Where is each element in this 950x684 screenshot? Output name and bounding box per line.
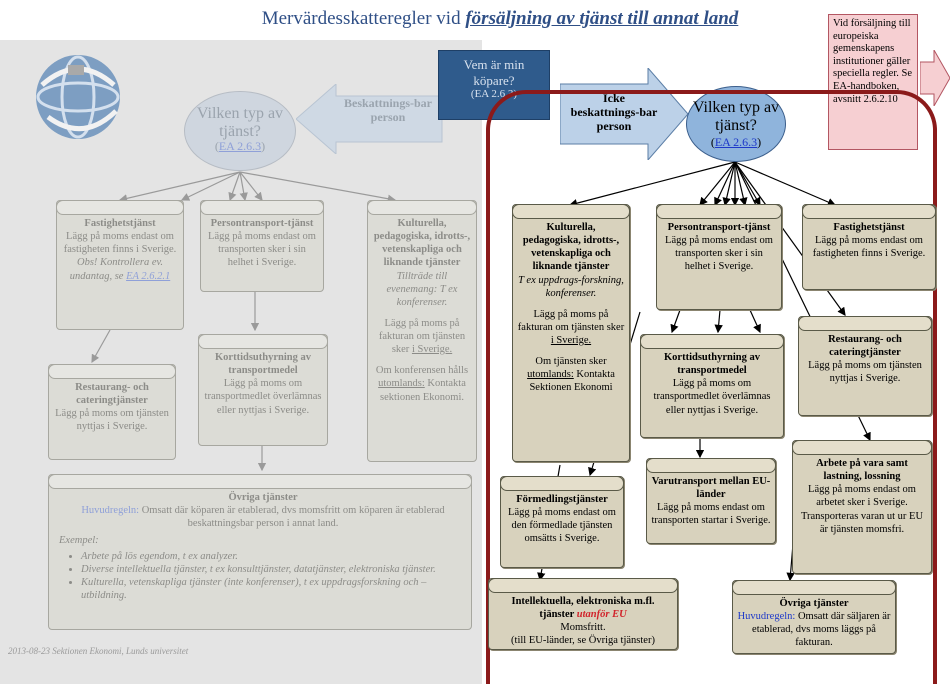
right-box-intermediary-text: Lägg på moms endast om den förmedlade tj…: [508, 507, 616, 545]
left-box-rental: Korttidsuthyrning av transportmedel Lägg…: [198, 334, 328, 446]
right-box-cultural-text2-ul: utomlands:: [527, 369, 574, 381]
left-box-other-rule-label: Huvudregeln:: [81, 505, 140, 517]
left-box-cultural-text: Lägg på moms på fakturan om tjänsten ske…: [378, 317, 466, 356]
right-box-passenger-text: Lägg på moms endast om transporten sker …: [665, 235, 773, 273]
right-box-cultural-text2-pre: Om tjänsten sker: [535, 356, 607, 368]
right-box-other-heading: Övriga tjänster: [779, 598, 849, 609]
left-box-other-example: Diverse intellektuella tjänster, t ex ko…: [81, 563, 467, 576]
right-box-property: Fastighetstjänst Lägg på moms endast om …: [802, 204, 936, 290]
left-question-ellipse: Vilken typ av tjänst? (EA 2.6.3): [184, 91, 296, 171]
right-box-goods-transport: Varutransport mellan EU-länder Lägg på m…: [646, 458, 776, 544]
buyer-question-line1: Vem är min: [463, 57, 525, 72]
buyer-question-line2: köpare?: [473, 72, 515, 88]
right-box-restaurant-heading: Restaurang- och cateringtjänster: [828, 334, 902, 359]
right-box-intellectual-heading-red: utanför EU: [576, 609, 627, 621]
left-box-other-example: Kulturella, vetenskapliga tjänster (inte…: [81, 576, 467, 602]
right-box-cultural: Kulturella, pedagogiska, idrotts-, veten…: [512, 204, 630, 462]
left-box-other-rule: Omsatt där köparen är etablerad, dvs mom…: [141, 505, 445, 530]
left-box-cultural-heading: Kulturella, pedagogiska, idrotts-, veten…: [373, 218, 471, 269]
right-box-rental-text: Lägg på moms om transportmedlet överlämn…: [653, 378, 771, 416]
title-emphasis: försäljning av tjänst till annat land: [465, 8, 739, 29]
left-box-passenger-text: Lägg på moms endast om transporten sker …: [208, 231, 316, 269]
right-arrow-non-taxable-label: Icke beskattnings-bar person: [570, 91, 658, 133]
right-box-intellectual-heading: Intellektuella, elektroniska m.fl. tjäns…: [511, 596, 655, 621]
left-box-restaurant: Restaurang- och cateringtjänster Lägg på…: [48, 364, 176, 460]
right-box-property-text: Lägg på moms endast om fastigheten finns…: [812, 235, 926, 260]
right-box-cultural-text-ul: i Sverige.: [550, 335, 592, 346]
right-box-intermediary-heading: Förmedlingstjänster: [516, 494, 608, 505]
right-box-goods-transport-text: Lägg på moms endast om transporten start…: [651, 502, 771, 527]
left-box-property-note: Obs! Kontrollera ev. undantag, se: [69, 257, 164, 282]
page-title: Mervärdesskatteregler vid försäljning av…: [0, 8, 950, 30]
left-box-property-heading: Fastighetstjänst: [84, 218, 156, 229]
left-box-property: Fastighetstjänst Lägg på moms endast om …: [56, 200, 184, 330]
right-box-restaurant: Restaurang- och cateringtjänster Lägg på…: [798, 316, 932, 416]
left-box-other-example-label: Exempel:: [59, 535, 99, 547]
left-box-restaurant-text: Lägg på moms om tjänsten nyttjas i Sveri…: [55, 408, 169, 433]
right-box-work-goods: Arbete på vara samt lastning, lossning L…: [792, 440, 932, 574]
left-box-cultural-text2-post: Kontakta sektionen Ekonomi.: [380, 378, 466, 403]
globe-logo-icon: [28, 45, 128, 145]
left-box-passenger-heading: Persontransport-tjänst: [210, 218, 314, 229]
right-question-ellipse: Vilken typ av tjänst? (EA 2.6.3): [686, 86, 786, 162]
left-box-passenger: Persontransport-tjänst Lägg på moms enda…: [200, 200, 324, 292]
right-box-work-goods-text: Lägg på moms endast om arbetet sker i Sv…: [800, 484, 924, 535]
right-box-cultural-italic: T ex uppdrags-forskning, konferenser.: [518, 274, 624, 299]
right-box-cultural-text-pre: Lägg på moms på fakturan om tjänsten ske…: [517, 308, 625, 333]
right-box-rental-heading: Korttidsuthyrning av transportmedel: [664, 352, 760, 377]
left-box-cultural-text-ul: i Sverige.: [411, 344, 453, 356]
right-box-work-goods-heading: Arbete på vara samt lastning, lossning: [816, 458, 908, 483]
left-box-other: Övriga tjänster Huvudregeln: Omsatt där …: [48, 474, 472, 630]
left-arrow-taxable-label: Beskattnings-bar person: [343, 96, 432, 125]
right-box-goods-transport-heading: Varutransport mellan EU-länder: [651, 476, 771, 501]
right-box-passenger-heading: Persontransport-tjänst: [667, 222, 771, 233]
footer-text: 2013-08-23 Sektionen Ekonomi, Lunds univ…: [8, 646, 189, 656]
right-box-restaurant-text: Lägg på moms om tjänsten nyttjas i Sveri…: [808, 360, 922, 385]
right-box-other-rule: Omsatt där säljaren är etablerad, dvs mo…: [752, 611, 891, 649]
left-question-text: Vilken typ av tjänst?: [196, 105, 284, 140]
right-box-intellectual: Intellektuella, elektroniska m.fl. tjäns…: [488, 578, 678, 650]
highlight-frame: [486, 90, 937, 684]
left-box-cultural: Kulturella, pedagogiska, idrotts-, veten…: [367, 200, 477, 462]
left-box-restaurant-heading: Restaurang- och cateringtjänster: [75, 382, 149, 407]
left-box-cultural-text2-ul: utomlands:: [378, 378, 425, 390]
right-question-ref-link[interactable]: EA 2.6.3: [714, 134, 758, 149]
right-box-other-rule-label: Huvudregeln:: [737, 611, 796, 623]
right-box-passenger: Persontransport-tjänst Lägg på moms enda…: [656, 204, 782, 310]
left-box-property-text: Lägg på moms endast om fastigheten finns…: [63, 231, 177, 256]
left-box-other-heading: Övriga tjänster: [228, 492, 298, 503]
note-arrow-shape: [920, 50, 950, 106]
left-box-other-example: Arbete på lös egendom, t ex analyzer.: [81, 550, 467, 563]
left-box-cultural-italic: Tillträde till evenemang: T ex konferens…: [386, 270, 458, 308]
right-box-rental: Korttidsuthyrning av transportmedel Lägg…: [640, 334, 784, 438]
left-box-rental-text: Lägg på moms om transportmedlet överlämn…: [204, 378, 322, 416]
right-box-intellectual-text: Momsfritt.: [560, 622, 606, 634]
left-box-rental-heading: Korttidsuthyrning av transportmedel: [215, 352, 311, 377]
right-box-cultural-text2-post: Kontakta Sektionen Ekonomi: [529, 369, 615, 394]
title-prefix: Mervärdesskatteregler vid: [261, 8, 466, 29]
left-box-cultural-text2-pre: Om konferensen hålls: [375, 365, 469, 377]
right-box-property-heading: Fastighetstjänst: [833, 222, 905, 233]
right-box-cultural-heading: Kulturella, pedagogiska, idrotts-, veten…: [522, 222, 620, 273]
left-question-ref-link[interactable]: EA 2.6.3: [218, 139, 262, 154]
left-box-property-ref-link[interactable]: EA 2.6.2.1: [126, 270, 171, 282]
right-box-other: Övriga tjänster Huvudregeln: Omsatt där …: [732, 580, 896, 654]
right-box-intermediary: Förmedlingstjänster Lägg på moms endast …: [500, 476, 624, 568]
right-question-text: Vilken typ av tjänst?: [692, 99, 780, 135]
right-box-intellectual-text2: (till EU-länder, se Övriga tjänster): [511, 635, 655, 647]
